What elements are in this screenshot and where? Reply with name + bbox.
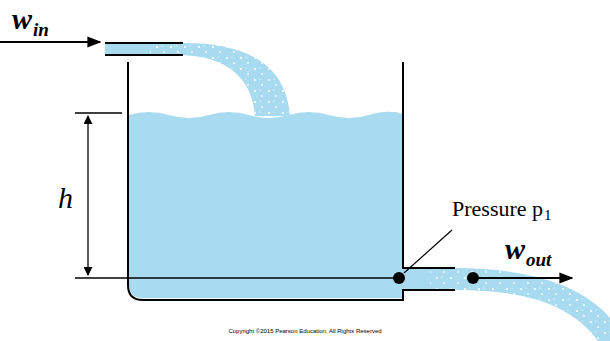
pressure-label: Pressure p <box>452 198 543 220</box>
dimension-arrow <box>87 116 88 275</box>
copyright-note: Copyright ©2015 Pearson Education, All R… <box>0 328 610 334</box>
dimension-label: h <box>58 183 73 213</box>
pressure-subscript: 1 <box>544 208 552 223</box>
outflow-bubbles <box>430 268 610 341</box>
inlet-water <box>105 43 183 55</box>
inlet-pipe-wall <box>105 42 183 44</box>
tank-wall <box>403 62 455 268</box>
flow-arrow <box>0 41 100 43</box>
tank-water <box>129 112 403 298</box>
flow-symbol: w <box>12 4 32 34</box>
dimension-line <box>75 277 399 278</box>
inlet-bubbles <box>150 43 183 55</box>
falling-stream <box>180 43 290 116</box>
leader-line <box>404 230 452 273</box>
flow-subscript: out <box>526 250 551 269</box>
stream-bubbles <box>180 43 290 116</box>
flow-arrow <box>473 277 572 279</box>
inlet-pipe-wall <box>105 54 183 56</box>
dimension-line <box>75 112 122 113</box>
flow-symbol: w <box>505 234 525 264</box>
pressure-point <box>393 272 405 284</box>
flow-subscript: in <box>33 20 49 39</box>
tank-wall <box>128 62 455 300</box>
